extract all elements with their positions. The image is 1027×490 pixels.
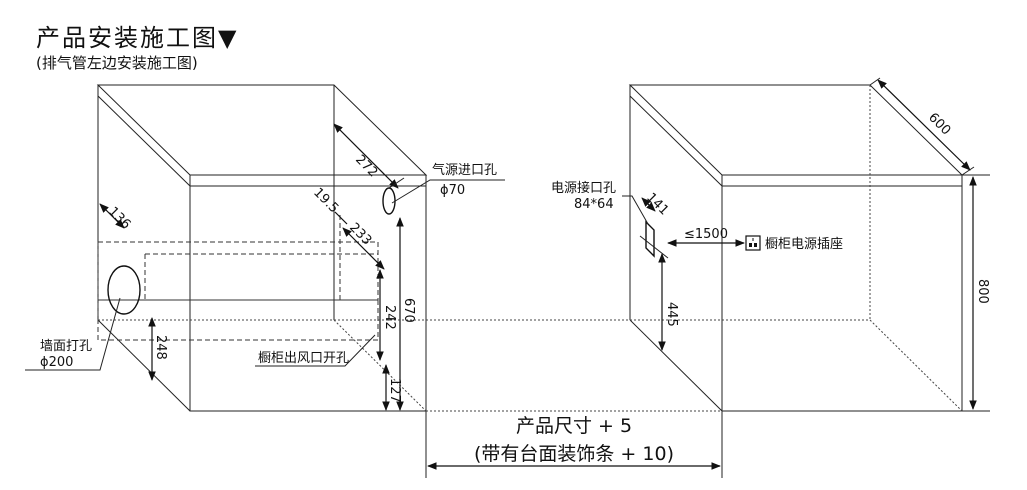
dim-141-label: 141 xyxy=(643,190,671,218)
wall-hole-label: 墙面打孔 xyxy=(40,339,92,354)
dim-800-label: 800 xyxy=(975,279,990,304)
wall-hole-ellipse xyxy=(107,265,141,315)
gas-inlet-size: ϕ70 xyxy=(440,183,465,198)
dim-272-line xyxy=(333,123,399,189)
dim-600-ext-bottom xyxy=(961,166,975,176)
left-cabinet-side-top-line xyxy=(97,95,191,187)
right-cabinet-front xyxy=(721,174,963,412)
product-size-trim-label: (带有台面装饰条 + 10) xyxy=(474,443,674,465)
gas-inlet-label: 气源进口孔 xyxy=(432,162,497,178)
right-cabinet-hidden-diagonal xyxy=(869,319,963,412)
right-cabinet-side-top-line xyxy=(629,95,723,187)
dim-445-label: 445 xyxy=(664,302,679,327)
dim-233-line xyxy=(342,227,385,270)
power-port-size: 84*64 xyxy=(574,197,614,212)
page-title: 产品安装施工图▼ xyxy=(36,24,239,52)
left-cabinet-top xyxy=(96,84,428,176)
dim-600-label: 600 xyxy=(925,110,953,138)
power-port-shape xyxy=(645,220,655,258)
dim-272-label: 272 xyxy=(352,152,380,180)
dim-600-line xyxy=(877,79,971,171)
product-size-label: 产品尺寸 + 5 xyxy=(516,415,632,437)
left-cabinet-bottom-left-edge xyxy=(97,319,191,412)
dim-19-5-line xyxy=(334,211,348,225)
dim-233-label: 233 xyxy=(346,220,374,248)
power-port-leader xyxy=(622,195,649,225)
dim-141-line xyxy=(641,197,656,212)
right-cabinet-bottom-left-edge xyxy=(629,319,723,412)
dim-19-5-label: 19.5 xyxy=(310,185,341,216)
left-cabinet-front xyxy=(189,174,427,412)
wall-hole-leader xyxy=(25,297,121,371)
dim-127-label: 127 xyxy=(387,378,402,403)
gas-inlet-ellipse xyxy=(382,187,396,215)
power-socket-label: 橱柜电源插座 xyxy=(765,237,843,252)
gas-inlet-leader xyxy=(391,179,505,204)
dim-136-line xyxy=(99,203,125,229)
wall-hole-size: ϕ200 xyxy=(40,355,73,370)
power-port-label: 电源接口孔 xyxy=(551,180,616,196)
dim-242-label: 242 xyxy=(382,305,397,330)
cabinet-outlet-leader xyxy=(255,334,376,367)
dim-1500-label: ≤1500 xyxy=(684,227,728,242)
dim-600-ext-top xyxy=(869,77,881,86)
dim-670-label: 670 xyxy=(401,298,416,323)
left-cabinet-hidden-diagonal xyxy=(333,319,427,412)
cabinet-outlet-label: 橱柜出风口开孔 xyxy=(258,351,349,366)
exhaust-duct xyxy=(97,215,379,341)
power-socket-icon xyxy=(745,235,761,251)
right-cabinet-top xyxy=(628,84,964,176)
dim-136-label: 136 xyxy=(105,204,133,232)
page-subtitle: (排气管左边安装施工图) xyxy=(36,54,198,72)
dim-272-ext xyxy=(388,177,405,189)
dim-248-label: 248 xyxy=(153,335,168,360)
right-cabinet xyxy=(628,84,964,412)
